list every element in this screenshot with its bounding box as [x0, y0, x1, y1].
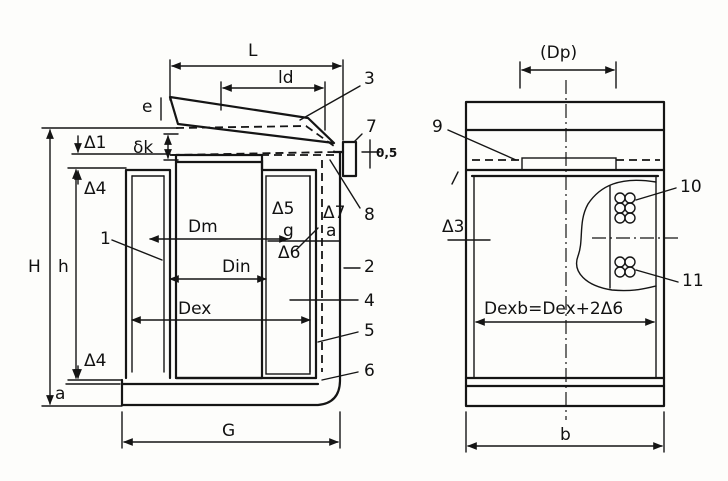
- tank-outline: [120, 150, 342, 407]
- leader-9: [447, 129, 517, 161]
- label-delta6: Δ6: [278, 243, 300, 263]
- leader-8: [329, 159, 361, 209]
- left-winding: [124, 168, 172, 380]
- leader-7: [353, 133, 363, 143]
- label-Dp: (Dp): [540, 43, 577, 63]
- yoke-slot: [521, 157, 617, 171]
- label-H: H: [28, 257, 41, 277]
- label-delta4-top: Δ4: [84, 179, 106, 199]
- leader-3: [299, 85, 361, 121]
- left-view: L ld e δk H h Δ1 Δ4 Δ4 a: [28, 41, 397, 449]
- right-view: (Dp) Δ3 Dexb=Dex+2Δ6 b 9 10 11: [432, 43, 704, 453]
- conductor-circles-lower: [614, 256, 636, 278]
- right-winding: [260, 158, 318, 380]
- right-body: [464, 100, 666, 408]
- leader-6: [321, 371, 359, 381]
- cover-dashed: [169, 125, 335, 156]
- leader-delta6: [295, 227, 319, 251]
- callout-4: 4: [364, 291, 375, 311]
- callout-7: 7: [366, 117, 377, 137]
- core-limb: [174, 153, 264, 380]
- leader-10: [635, 187, 677, 201]
- callout-2: 2: [364, 257, 375, 277]
- label-delta4-bottom: Δ4: [84, 351, 106, 371]
- label-G: G: [222, 421, 235, 441]
- label-Dexb-formula: Dexb=Dex+2Δ6: [484, 299, 623, 319]
- callout-9: 9: [432, 117, 443, 137]
- cover-plate: [168, 95, 336, 145]
- part-7-bracket: [341, 140, 358, 178]
- label-clearance: 0,5: [376, 146, 397, 160]
- callout-10: 10: [680, 177, 702, 197]
- cutaway: [575, 179, 657, 292]
- callout-8: 8: [364, 205, 375, 225]
- leader-5: [317, 331, 359, 343]
- label-delta3: Δ3: [442, 217, 464, 237]
- label-delta7: Δ7: [323, 203, 345, 223]
- callout-5: 5: [364, 321, 375, 341]
- callout-1: 1: [100, 229, 111, 249]
- label-Dex: Dex: [178, 299, 211, 319]
- label-b: b: [560, 425, 571, 445]
- label-dk: δk: [133, 138, 153, 158]
- label-g: g: [283, 221, 294, 241]
- label-ld: ld: [278, 68, 294, 88]
- label-L: L: [248, 41, 258, 61]
- callout-11: 11: [682, 271, 704, 291]
- label-a: a: [55, 384, 65, 404]
- conductor-circles-upper: [614, 192, 636, 224]
- callout-3: 3: [364, 69, 375, 89]
- leader-11: [635, 269, 679, 283]
- label-e: e: [142, 97, 152, 117]
- leader-1: [111, 239, 163, 261]
- label-Din: Din: [222, 257, 251, 277]
- label-h: h: [58, 257, 69, 277]
- label-delta1: Δ1: [84, 133, 106, 153]
- callout-6: 6: [364, 361, 375, 381]
- label-Dm: Dm: [188, 217, 218, 237]
- stray-mark: [451, 171, 459, 185]
- label-a-inner: a: [326, 221, 336, 241]
- label-delta5: Δ5: [272, 199, 294, 219]
